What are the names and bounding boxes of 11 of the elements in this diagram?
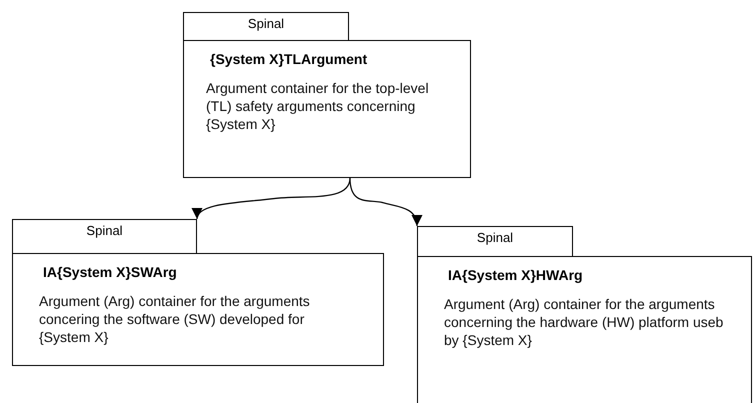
module-title: IA{System X}SWArg [42,264,178,280]
stereotype-label: Spinal [248,16,284,31]
module-title: {System X}TLArgument [209,51,368,67]
module-title: IA{System X}HWArg [447,267,584,283]
module-description: Argument (Arg) container for the arguments concering the software (SW) developed for {System X} [39,292,311,346]
stereotype-label: Spinal [476,230,514,245]
module-description: Argument container for the top-level (TL) safety arguments concerning {System X} [206,79,430,133]
module-description: Argument (Arg) container for the arguments concerning the hardware (HW) platform useb by {System X} [444,295,724,349]
stereotype-label: Spinal [86,223,123,238]
arrow [349,178,422,226]
arrow [194,178,351,220]
